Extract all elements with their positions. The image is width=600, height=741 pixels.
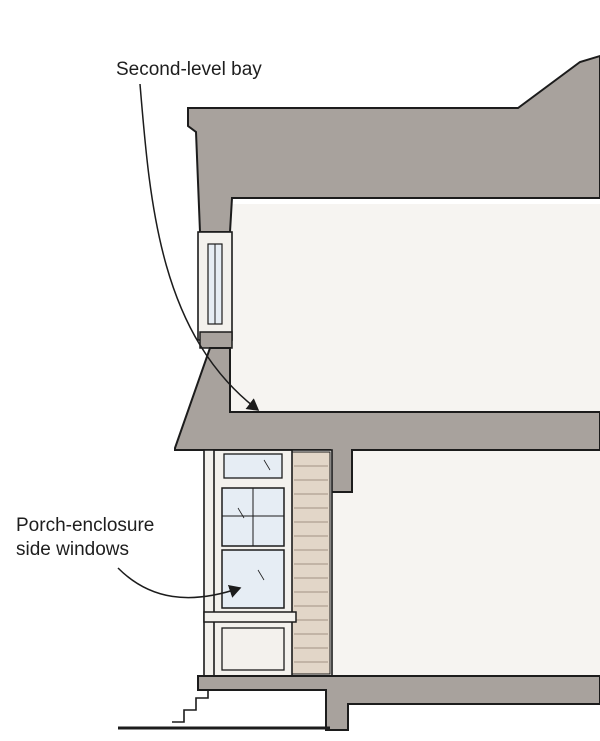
porch-enclosure-label-line1: Porch-enclosure xyxy=(16,515,155,536)
porch-siding xyxy=(291,451,331,675)
porch-enclosure-label: Porch-enclosure side windows xyxy=(16,514,154,562)
lower-window-sash xyxy=(221,549,285,609)
transom-window xyxy=(223,453,283,479)
porch-windows-leader xyxy=(117,567,242,599)
siding-courses xyxy=(294,465,328,663)
bay-sill-block xyxy=(199,331,233,349)
lower-wall-panel xyxy=(221,627,285,671)
lower-sash-glint xyxy=(257,569,265,581)
transom-glint xyxy=(263,459,271,471)
lower-interior-background xyxy=(332,450,600,676)
porch-steps xyxy=(172,690,209,723)
first-floor-slab xyxy=(197,675,600,731)
second-level-bay-leader xyxy=(139,83,260,411)
interior-wall-background xyxy=(228,204,600,414)
second-level-bay-label: Second-level bay xyxy=(116,59,262,80)
upper-sash-glint xyxy=(237,507,245,519)
porch-enclosure-label-line2: side windows xyxy=(16,539,129,560)
upper-roof-section xyxy=(187,54,600,233)
window-sill xyxy=(203,611,297,623)
